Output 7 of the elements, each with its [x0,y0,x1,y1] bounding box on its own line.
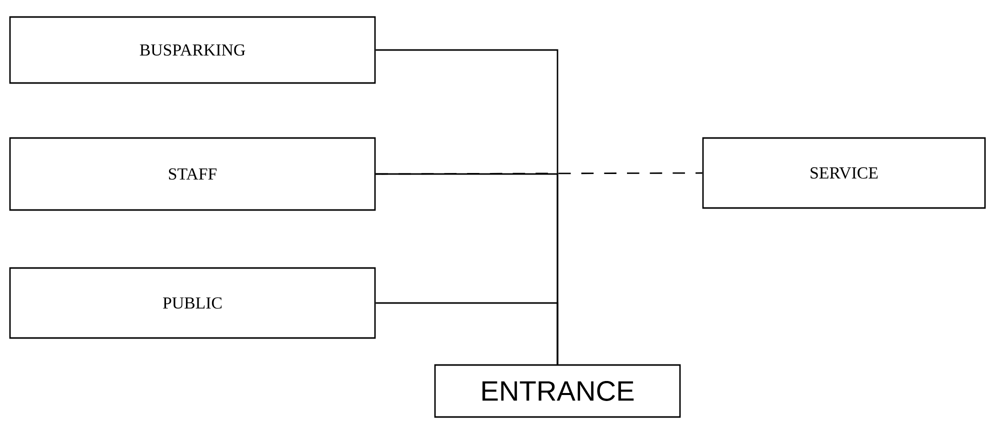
labeled-box: STAFF [9,137,376,211]
labeled-box: BUSPARKING [9,16,376,84]
connector-line [376,302,558,364]
labeled-box: PUBLIC [9,267,376,339]
connector-line [376,172,702,175]
labeled-box: SERVICE [702,137,986,209]
labeled-box: ENTRANCE [434,364,681,418]
